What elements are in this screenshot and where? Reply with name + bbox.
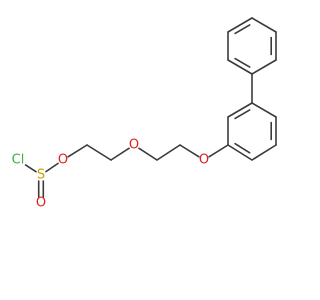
bond-t3-t4	[227, 17, 253, 33]
bond-t1-t2	[227, 59, 253, 75]
ring-b-double-2	[234, 24, 251, 35]
bond-r2-r3	[227, 102, 253, 118]
ring-a-double-1	[234, 109, 251, 120]
bonds	[24, 17, 277, 198]
bond-r6-r1	[227, 144, 253, 161]
bond-r5-r6	[251, 144, 277, 161]
bond-cl-s	[24, 164, 37, 173]
ether-oxygen-label: O	[129, 138, 139, 153]
bond-r3-r4	[251, 102, 277, 118]
ester-oxygen-label: O	[58, 153, 68, 168]
ring-b-double-1	[234, 57, 251, 68]
bond-oar-r1	[208, 144, 229, 158]
bond-s-oe	[45, 162, 59, 173]
aryl-ether-oxygen-label: O	[199, 153, 209, 168]
ring-a-double-3	[234, 142, 251, 154]
bond-t4-t5	[251, 17, 277, 33]
bond-c4-oar	[179, 144, 200, 158]
sulfinyl-oxygen-label: O	[36, 196, 46, 211]
sulfur-label: S	[37, 168, 45, 183]
bond-t6-t1	[251, 59, 277, 75]
chlorine-label: Cl	[12, 153, 25, 168]
bond-oet-c3	[138, 147, 158, 161]
bond-c2-oet	[110, 147, 130, 161]
bond-oe-c1	[67, 144, 88, 158]
bond-c1-c2	[86, 144, 112, 161]
bond-c3-c4	[156, 144, 181, 161]
